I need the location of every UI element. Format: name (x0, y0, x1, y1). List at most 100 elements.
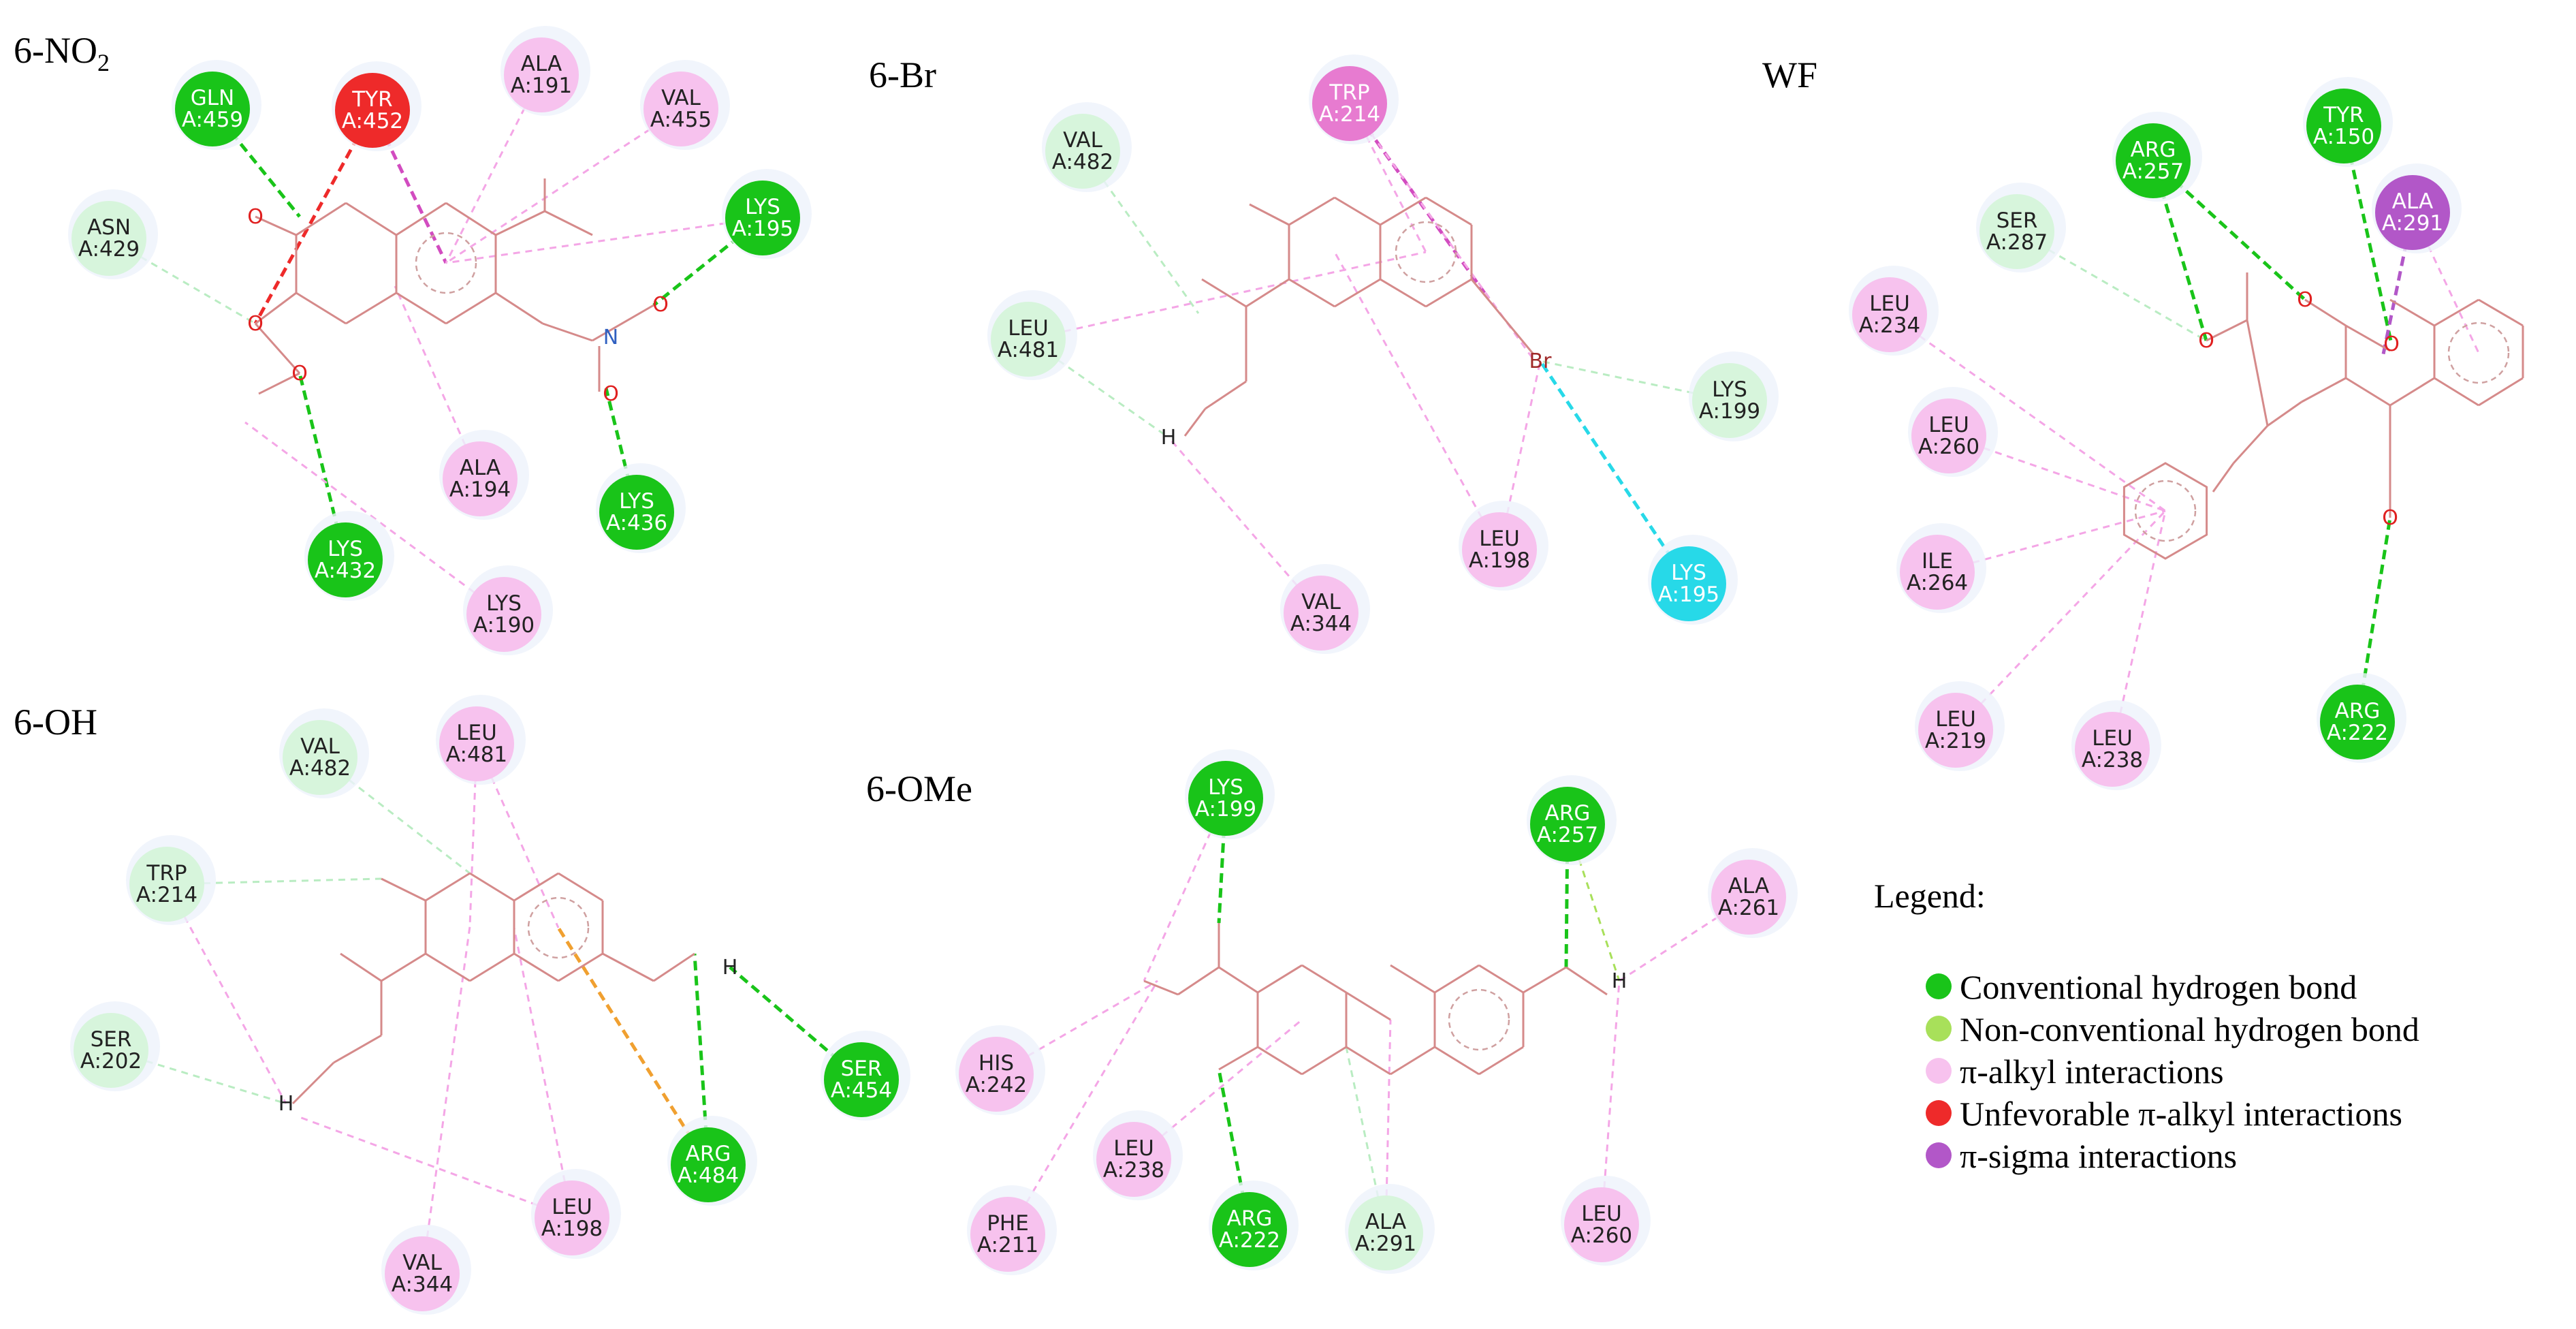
residue-name: VAL (300, 734, 340, 759)
interaction-line-br_leu198 (1333, 251, 1501, 550)
residue-id: A:436 (606, 511, 667, 535)
ligand-bond (2389, 377, 2435, 407)
aromatic-ring (527, 896, 590, 959)
ligand-bond (558, 952, 603, 982)
residue-id: A:459 (182, 108, 243, 132)
residue-id: A:199 (1699, 399, 1760, 424)
residue-name: LYS (1712, 377, 1747, 402)
ligand-bond (513, 952, 559, 982)
interaction-line-no2_lys195 (445, 217, 763, 264)
atom-label: H (279, 1092, 294, 1116)
atom-label: O (2198, 329, 2214, 353)
ligand-bond (1390, 1046, 1435, 1076)
residue-id: A:219 (1925, 729, 1986, 753)
residue-disc (1188, 761, 1263, 836)
ligand-bond (1523, 966, 1567, 994)
ligand-bond (258, 372, 300, 395)
residue-name: LEU (1113, 1136, 1154, 1161)
atom-label: O (652, 293, 669, 317)
residue-disc (74, 1013, 148, 1088)
residue-disc (1564, 1187, 1639, 1262)
panel-label-6-no2: 6-NO2 (14, 30, 110, 76)
ligand-bond (1334, 278, 1381, 308)
residue-id: A:257 (1537, 823, 1598, 847)
ligand-bond (1346, 991, 1391, 1021)
residue-name: ARG (1227, 1206, 1273, 1231)
residue-name: LEU (1479, 527, 1520, 551)
interaction-line-oh_val344 (421, 926, 471, 1275)
ligand-bond (345, 292, 397, 325)
residue-name: ARG (2335, 699, 2381, 723)
ligand-bond (602, 952, 654, 982)
residue-disc (1212, 1192, 1287, 1267)
ligand-bond (2212, 463, 2235, 492)
residue-name: LEU (1935, 707, 1976, 732)
residue-id: A:150 (2313, 125, 2374, 149)
ligand-bond (1301, 1046, 1347, 1076)
ligand-bond (1257, 964, 1303, 994)
legend-item-conventional: Conventional hydrogen bond (1960, 968, 2357, 1006)
aromatic-ring (1448, 988, 1510, 1051)
ligand-bond (544, 210, 593, 236)
legend-swatch-conventional (1926, 973, 1952, 999)
ligand-bond (2246, 319, 2269, 426)
residue-id: A:452 (342, 109, 403, 134)
residue-disc (308, 522, 383, 597)
legend-item-pialkyl: π-alkyl interactions (1960, 1052, 2224, 1091)
residue-disc (1979, 194, 2054, 269)
residue-id: A:195 (1658, 582, 1719, 607)
ligand-bond (1301, 964, 1347, 994)
residue-disc (1312, 66, 1387, 141)
interaction-line-oh_leu198 (299, 1116, 573, 1219)
legend-item-unfavorable: Unfevorable π-alkyl interactions (1960, 1095, 2402, 1133)
residue-id: A:482 (289, 756, 351, 781)
residue-id: A:194 (449, 478, 511, 502)
ligand-bond (2301, 377, 2347, 403)
legend-swatch-pialkyl (1926, 1058, 1952, 1084)
atom-label: H (1612, 969, 1627, 993)
bond-layer (108, 74, 2480, 1275)
atom-label: O (291, 362, 308, 386)
residue-name: LEU (2092, 726, 2133, 751)
ligand-bond (340, 952, 382, 982)
residue-name: LEU (1928, 413, 1969, 437)
residue-name: GLN (191, 86, 234, 110)
aromatic-ring (2134, 480, 2197, 542)
aromatic-ring (1395, 221, 1457, 283)
ligand-bond (469, 872, 515, 902)
benzene-ring (2122, 462, 2208, 560)
ligand-bond (1434, 964, 1480, 994)
residue-disc (443, 441, 518, 516)
ligand-bond (1478, 964, 1524, 994)
ligand-bond (1257, 1046, 1303, 1076)
ligand-bond (1380, 278, 1427, 308)
atom-label: O (2297, 288, 2313, 312)
residue-id: A:222 (1219, 1228, 1280, 1253)
ligand-bond (2434, 298, 2479, 327)
ligand-bond (653, 952, 695, 982)
ligand-bond (2345, 324, 2391, 352)
residue-id: A:261 (1718, 896, 1779, 920)
residue-name: VAL (1301, 590, 1341, 614)
residue-disc (1918, 693, 1993, 768)
interaction-line-no2_ala194 (394, 285, 481, 480)
residue-id: A:481 (446, 742, 507, 767)
interaction-line-no2_val455 (445, 108, 682, 264)
interaction-line-oh_ser454 (729, 966, 863, 1081)
